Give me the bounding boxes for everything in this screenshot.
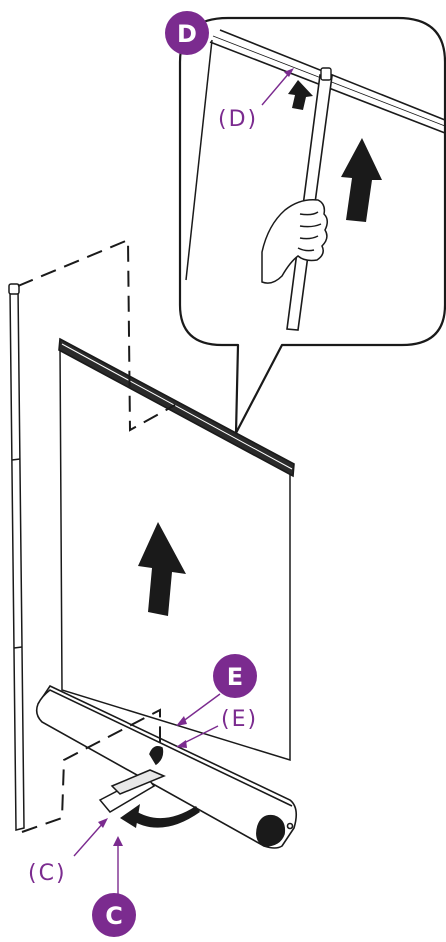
badge-e-letter: E [227, 663, 243, 691]
badge-d-letter: D [177, 20, 197, 48]
pole-loose [8, 283, 25, 831]
label-d: (D) [218, 107, 258, 132]
up-arrow-small-icon [288, 80, 313, 110]
badge-c: C [92, 893, 136, 937]
base-cassette [35, 684, 298, 849]
badge-e: E [213, 654, 257, 698]
label-e: (E) [221, 707, 258, 732]
pointer-d [261, 68, 294, 106]
up-arrow-callout-icon [341, 138, 382, 222]
callout-edge-line [185, 39, 213, 281]
pointer-c [73, 818, 123, 904]
guide-dashed-bottom [21, 708, 161, 833]
top-bar [58, 337, 295, 478]
hand-icon [261, 198, 328, 284]
label-c: (C) [28, 861, 67, 886]
pointer-e [176, 693, 221, 748]
up-arrow-large-icon [138, 522, 186, 616]
badge-c-letter: C [105, 902, 123, 930]
support-foot [98, 769, 166, 813]
guide-dashed-top [17, 238, 176, 432]
badge-d: D [165, 11, 209, 55]
curved-arrow-icon [120, 804, 200, 828]
